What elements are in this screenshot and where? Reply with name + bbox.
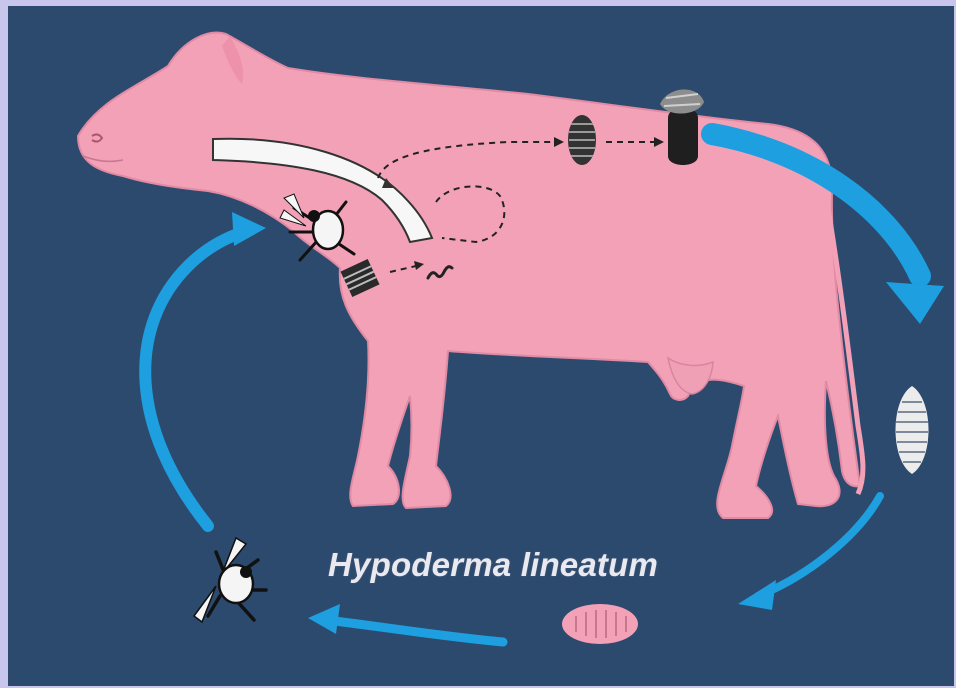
species-name-label: Hypoderma lineatum [328,546,658,584]
cow-host [78,33,863,518]
life-cycle-diagram: Hypoderma lineatum [8,6,954,686]
emerged-adult-fly-icon [194,538,266,622]
diagram-canvas [8,6,954,686]
pupa-icon [562,604,638,644]
cow-body [78,33,860,518]
mature-larva-icon [896,386,929,474]
warble-larva-icon [568,115,596,165]
